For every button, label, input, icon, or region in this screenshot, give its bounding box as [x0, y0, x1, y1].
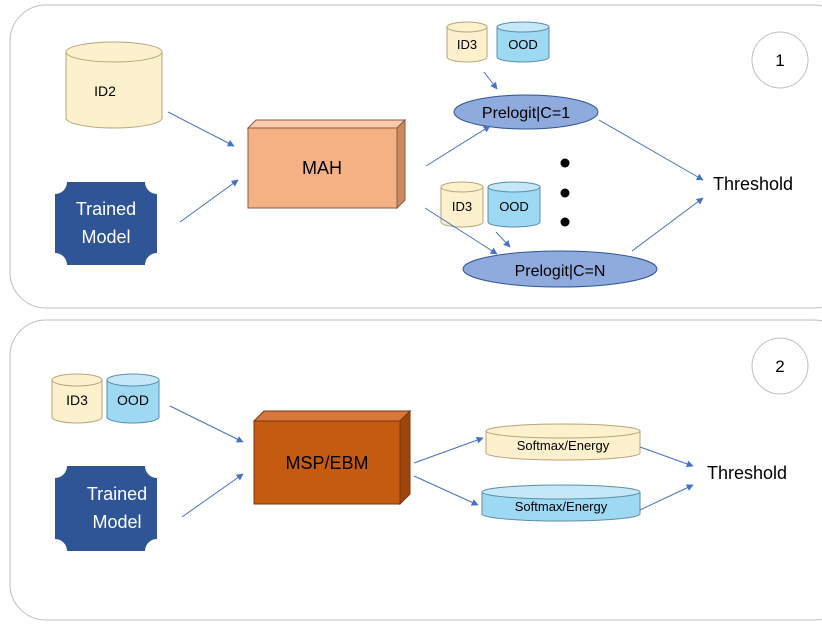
panel-1-number: 1 [775, 51, 784, 70]
arrow [639, 484, 694, 511]
id2-dataset-cylinder: ID2 [65, 41, 163, 129]
panel-1-frame [9, 4, 822, 309]
ellipsis-dot [560, 188, 570, 198]
softmax-energy-id-cylinder: Softmax/Energy [485, 423, 641, 461]
top-id3-cylinder: ID3 [446, 21, 488, 63]
panel-2-arrows [169, 405, 694, 518]
panel-2-frame [9, 319, 822, 621]
arrow [169, 405, 244, 443]
msp-ebm-label: MSP/EBM [285, 453, 368, 473]
mid-id3-label: ID3 [452, 199, 472, 214]
panel-1-number-badge: 1 [751, 31, 809, 89]
panel-2-ood-label: OOD [117, 392, 149, 408]
panel-2-trained-model-label-line2: Model [92, 512, 141, 532]
panel-2-number-badge: 2 [751, 337, 809, 395]
softmax-energy-id-label: Softmax/Energy [517, 438, 610, 453]
arrow [167, 111, 235, 147]
mid-ood-label: OOD [499, 199, 529, 214]
prelogit-c1-label: Prelogit|C=1 [482, 105, 570, 122]
arrow [425, 125, 491, 167]
panel-2-number: 2 [775, 357, 784, 376]
softmax-energy-ood-cylinder: Softmax/Energy [481, 484, 641, 522]
panel-1-arrows [167, 71, 704, 255]
arrow [181, 473, 244, 518]
arrow [483, 71, 498, 90]
panel-1-threshold-label: Threshold [713, 174, 793, 194]
arrow [639, 446, 694, 468]
panel-2-trained-model-shape: Trained Model [55, 466, 157, 551]
arrow [598, 119, 704, 181]
mid-ood-cylinder: OOD [487, 181, 541, 228]
arrow [413, 475, 479, 506]
mah-method-box: MAH [246, 118, 407, 210]
trained-model-shape: Trained Model [55, 182, 157, 265]
mid-id3-cylinder: ID3 [440, 181, 484, 228]
softmax-energy-ood-label: Softmax/Energy [515, 499, 608, 514]
top-id3-label: ID3 [457, 37, 477, 52]
prelogit-c1-ellipse: Prelogit|C=1 [453, 94, 599, 130]
arrow [495, 231, 511, 248]
panel-2-trained-model-label-line1: Trained [87, 484, 147, 504]
ellipsis-dot [560, 158, 570, 168]
panel-2-ood-cylinder: OOD [106, 373, 160, 424]
trained-model-label-line2: Model [81, 227, 130, 247]
arrow [424, 207, 498, 255]
id2-label: ID2 [94, 83, 116, 99]
panel-2-threshold-label: Threshold [707, 463, 787, 483]
arrow [413, 436, 484, 464]
arrow [631, 197, 704, 252]
ellipsis-dot [560, 217, 570, 227]
prelogit-cn-ellipse: Prelogit|C=N [462, 250, 658, 288]
top-ood-cylinder: OOD [496, 21, 550, 63]
msp-ebm-method-box: MSP/EBM [252, 409, 412, 506]
arrow [179, 179, 239, 223]
panel-2-id3-cylinder: ID3 [51, 373, 103, 424]
trained-model-label-line1: Trained [76, 199, 136, 219]
panel-2-id3-label: ID3 [66, 392, 88, 408]
mah-label: MAH [302, 158, 342, 178]
top-ood-label: OOD [508, 37, 538, 52]
prelogit-cn-label: Prelogit|C=N [515, 263, 606, 280]
